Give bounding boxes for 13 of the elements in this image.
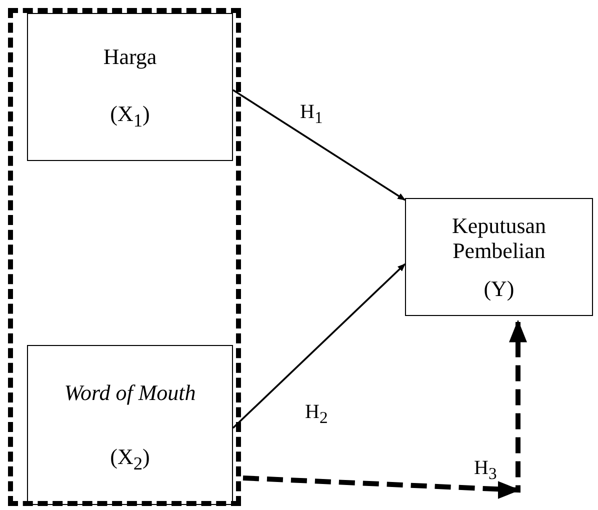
group-frame [8, 8, 241, 506]
arrow [232, 263, 406, 429]
variable-symbol: (Y) [484, 276, 514, 301]
variable-symbol: (X$_{2}$) [110, 444, 150, 474]
variable-symbol: (X$_{1}$) [110, 101, 150, 132]
variable-name: Keputusan Pembelian [450, 213, 548, 264]
arrow [242, 320, 527, 499]
variable-box [405, 198, 593, 316]
variable-name: Word of Mouth [64, 380, 196, 405]
variable-box [27, 13, 233, 161]
variable-box [27, 345, 233, 505]
variable-name: Harga [103, 44, 157, 70]
arrow [232, 89, 406, 201]
